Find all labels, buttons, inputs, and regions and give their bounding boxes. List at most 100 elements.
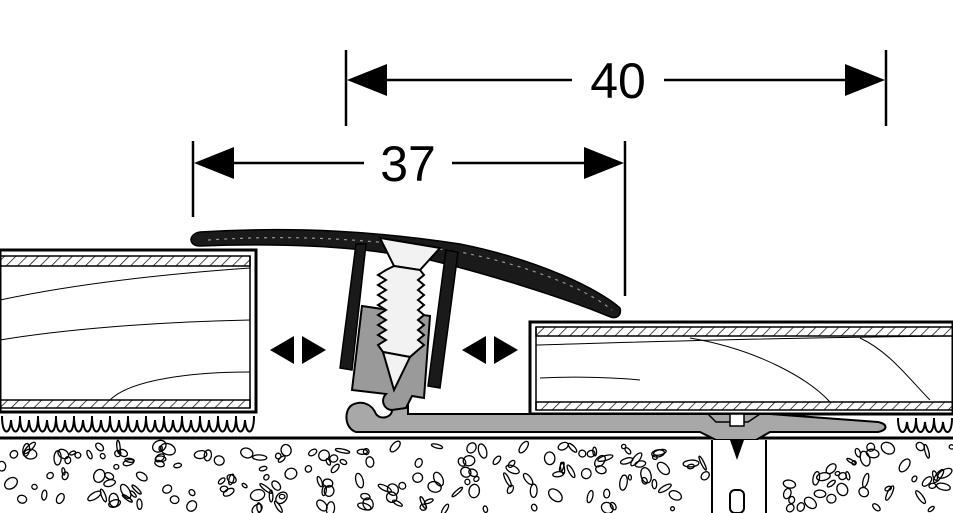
aggregate-stone	[330, 463, 340, 474]
aggregate-stone	[932, 468, 945, 484]
aggregate-stone	[482, 505, 489, 513]
aggregate-stone	[321, 484, 328, 497]
aggregate-stone	[329, 454, 339, 463]
concrete-aggregate	[0, 439, 953, 513]
aggregate-stone	[304, 465, 313, 473]
aggregate-stone	[316, 475, 324, 488]
aggregate-stone	[609, 501, 617, 511]
aggregate-stone	[803, 496, 818, 510]
aggregate-stone	[377, 483, 393, 493]
aggregate-stone	[251, 503, 263, 513]
aggregate-stone	[122, 458, 135, 467]
aggregate-stone	[259, 482, 273, 495]
aggregate-stone	[558, 461, 565, 473]
aggregate-stone	[468, 468, 478, 478]
aggregate-stone	[55, 492, 65, 505]
aggregate-stone	[656, 461, 671, 476]
aggregate-stone	[543, 451, 556, 466]
floor-panel-right	[528, 320, 953, 416]
aggregate-stone	[131, 484, 142, 495]
aggregate-stone	[880, 441, 896, 455]
aggregate-stone	[466, 442, 477, 454]
aggregate-stone	[845, 471, 851, 481]
aggregate-stone	[457, 457, 467, 467]
aggregate-stone	[258, 465, 268, 472]
aggregate-stone	[162, 484, 173, 494]
aggregate-stone	[354, 472, 365, 489]
aggregate-stone	[385, 491, 398, 504]
aggregate-stone	[923, 443, 930, 459]
aggregate-stone	[23, 441, 37, 455]
aggregate-stone	[627, 474, 633, 481]
aggregate-stone	[357, 502, 372, 511]
aggregate-stone	[129, 490, 137, 498]
expansion-arrows-right	[462, 336, 518, 364]
aggregate-stone	[241, 482, 248, 489]
aggregate-stone	[854, 447, 862, 458]
aggregate-stone	[846, 457, 857, 465]
underlay-right	[897, 417, 953, 433]
aggregate-stone	[414, 457, 423, 468]
aggregate-stone	[188, 488, 196, 497]
aggregate-stone	[99, 452, 106, 460]
aggregate-stone	[698, 455, 707, 471]
aggregate-stone	[113, 463, 120, 470]
aggregate-stone	[948, 444, 953, 450]
aggregate-stone	[641, 476, 648, 485]
aggregate-stone	[186, 500, 198, 512]
aggregate-stone	[911, 475, 918, 483]
aggregate-stone	[669, 506, 676, 512]
aggregate-stone	[788, 495, 796, 505]
aggregate-stone	[915, 441, 926, 452]
aggregate-stone	[682, 459, 700, 468]
aggregate-stone	[136, 498, 143, 511]
aggregate-stone	[651, 478, 658, 490]
aggregate-stone	[69, 450, 77, 456]
aggregate-stone	[473, 475, 480, 483]
aggregate-stone	[505, 464, 520, 475]
aggregate-stone	[169, 495, 180, 505]
aggregate-stone	[249, 488, 266, 502]
aggregate-stone	[41, 489, 48, 501]
aggregate-stone	[915, 490, 927, 505]
aggregate-stone	[95, 442, 105, 452]
arrowhead-left-37	[194, 147, 234, 179]
aggregate-stone	[657, 483, 672, 494]
aggregate-stone	[280, 443, 292, 457]
aggregate-stone	[0, 460, 7, 472]
aggregate-stone	[339, 458, 348, 466]
aggregate-stone	[812, 470, 821, 486]
aggregate-stone	[217, 477, 226, 485]
aggregate-stone	[322, 478, 334, 488]
aggregate-stone	[365, 456, 375, 468]
aggregate-stone	[492, 455, 502, 466]
aggregate-stone	[834, 470, 841, 477]
aggregate-stone	[398, 481, 407, 490]
aggregate-stone	[4, 476, 18, 490]
aggregate-stone	[325, 458, 332, 466]
aggregate-stone	[460, 466, 472, 478]
aggregate-stone	[462, 455, 476, 467]
aggregate-stone	[578, 449, 587, 458]
aggregate-stone	[547, 488, 563, 503]
aggregate-stone	[99, 488, 108, 503]
dimension-label-40: 40	[590, 53, 646, 109]
aggregate-stone	[432, 471, 445, 487]
aggregate-stone	[594, 454, 606, 468]
aggregate-stone	[423, 498, 434, 505]
aggregate-stone	[872, 503, 881, 512]
aggregate-stone	[273, 500, 283, 513]
aggregate-stone	[61, 471, 69, 481]
aggregate-stone	[796, 502, 806, 512]
aggregate-stone	[866, 442, 876, 452]
aggregate-stone	[121, 493, 133, 503]
aggregate-stone	[451, 486, 464, 498]
aggregate-stone	[203, 449, 213, 462]
aggregate-stone	[651, 449, 666, 458]
floor-dowel	[711, 440, 767, 513]
aggregate-stone	[118, 448, 129, 458]
aggregate-stone	[921, 476, 933, 487]
aggregate-stone	[580, 467, 592, 480]
aggregate-stone	[307, 448, 318, 457]
aggregate-stone	[700, 471, 710, 481]
